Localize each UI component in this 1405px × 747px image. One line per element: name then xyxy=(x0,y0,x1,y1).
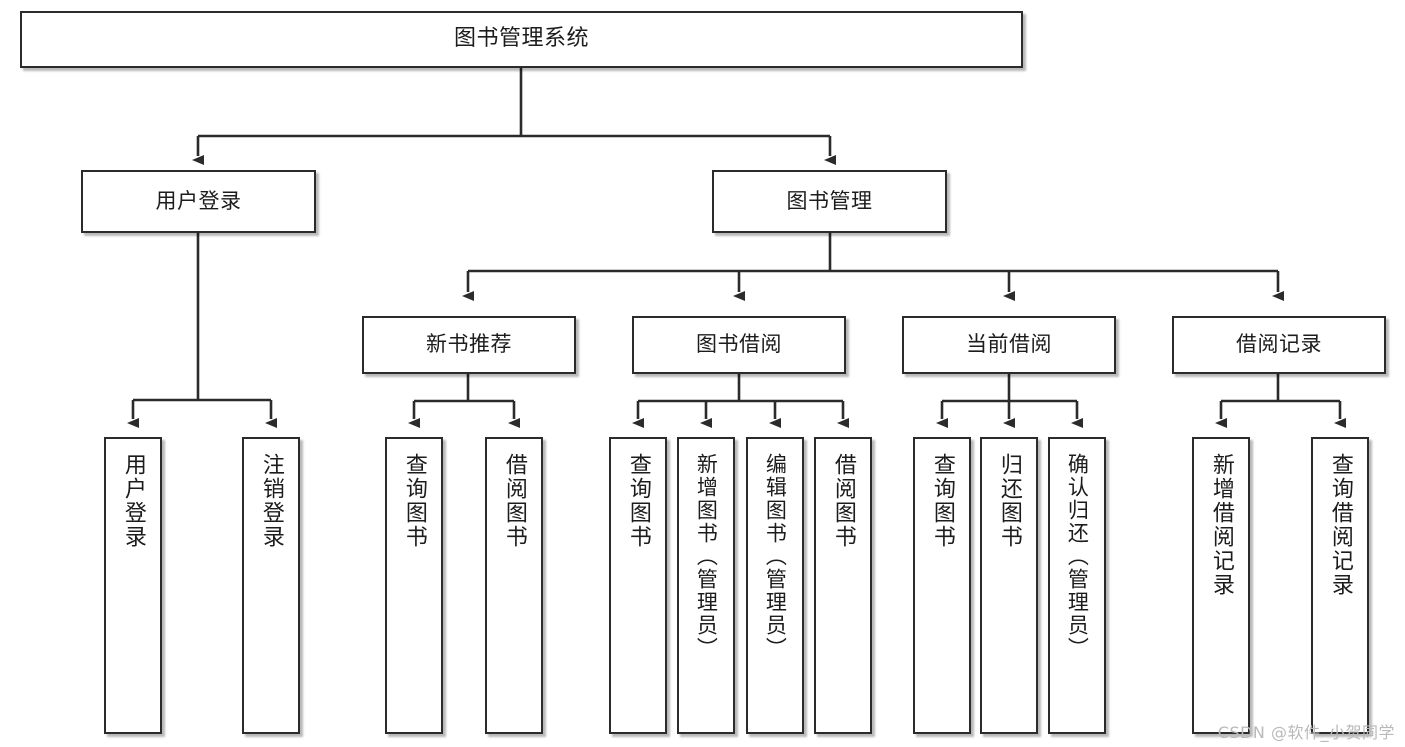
node-leaf-add-record[interactable]: 新增借阅记录 xyxy=(1192,437,1250,734)
node-new-book-recommend-label: 新书推荐 xyxy=(426,332,512,357)
node-book-management[interactable]: 图书管理 xyxy=(712,170,947,233)
node-leaf-query-record[interactable]: 查询借阅记录 xyxy=(1311,437,1369,734)
node-leaf-query-book-2-label: 查询图书 xyxy=(625,453,651,549)
node-book-management-label: 图书管理 xyxy=(786,188,873,213)
csdn-watermark: CSDN @软件_小贺同学 xyxy=(1217,723,1395,742)
node-user-login-label: 用户登录 xyxy=(155,188,242,213)
node-leaf-query-book-1-label: 查询图书 xyxy=(401,453,427,549)
node-leaf-query-record-label: 查询借阅记录 xyxy=(1327,453,1353,597)
node-root[interactable]: 图书管理系统 xyxy=(20,11,1023,68)
node-leaf-return-book[interactable]: 归还图书 xyxy=(980,437,1038,734)
node-leaf-user-login[interactable]: 用户登录 xyxy=(104,437,162,734)
node-leaf-borrow-book-2[interactable]: 借阅图书 xyxy=(814,437,872,734)
node-leaf-borrow-book-1-label: 借阅图书 xyxy=(501,453,527,549)
node-leaf-confirm-return[interactable]: 确认归还（管理员） xyxy=(1048,437,1106,734)
node-leaf-borrow-book-2-label: 借阅图书 xyxy=(830,453,856,549)
node-book-borrow[interactable]: 图书借阅 xyxy=(632,316,846,374)
node-leaf-edit-book[interactable]: 编辑图书（管理员） xyxy=(746,437,804,734)
node-leaf-user-login-label: 用户登录 xyxy=(120,453,146,549)
node-leaf-add-book-label: 新增图书（管理员） xyxy=(694,453,719,660)
node-leaf-return-book-label: 归还图书 xyxy=(996,453,1022,549)
node-current-borrow[interactable]: 当前借阅 xyxy=(902,316,1116,374)
node-leaf-user-logout-label: 注销登录 xyxy=(258,453,284,549)
node-leaf-confirm-return-label: 确认归还（管理员） xyxy=(1065,453,1090,660)
node-book-borrow-label: 图书借阅 xyxy=(696,332,782,357)
node-leaf-user-logout[interactable]: 注销登录 xyxy=(242,437,300,734)
node-leaf-query-book-1[interactable]: 查询图书 xyxy=(385,437,443,734)
node-user-login[interactable]: 用户登录 xyxy=(81,170,316,233)
node-leaf-borrow-book-1[interactable]: 借阅图书 xyxy=(485,437,543,734)
node-current-borrow-label: 当前借阅 xyxy=(966,332,1052,357)
node-borrow-record[interactable]: 借阅记录 xyxy=(1172,316,1386,374)
node-root-label: 图书管理系统 xyxy=(453,26,589,52)
node-borrow-record-label: 借阅记录 xyxy=(1236,332,1322,357)
node-new-book-recommend[interactable]: 新书推荐 xyxy=(362,316,576,374)
node-leaf-query-book-2[interactable]: 查询图书 xyxy=(609,437,667,734)
node-leaf-edit-book-label: 编辑图书（管理员） xyxy=(763,453,788,660)
node-leaf-query-book-3[interactable]: 查询图书 xyxy=(913,437,971,734)
node-leaf-query-book-3-label: 查询图书 xyxy=(929,453,955,549)
node-leaf-add-record-label: 新增借阅记录 xyxy=(1208,453,1234,597)
node-leaf-add-book[interactable]: 新增图书（管理员） xyxy=(677,437,735,734)
